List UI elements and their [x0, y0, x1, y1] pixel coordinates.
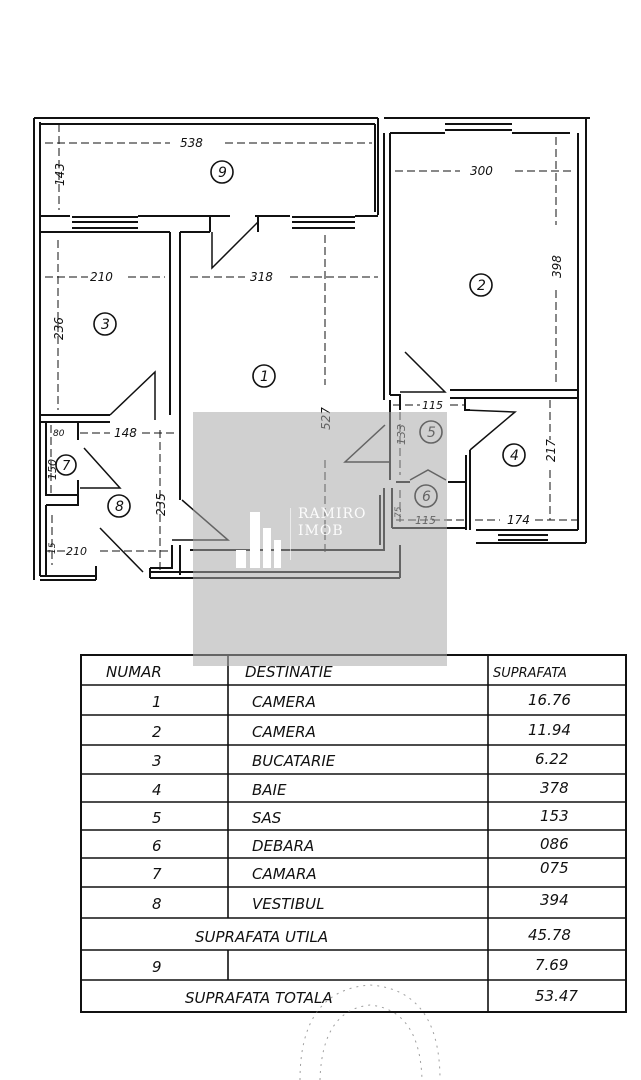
row-destination: CAMERA — [252, 723, 316, 741]
dim-210-b: 210 — [66, 545, 87, 558]
table-row: 7 CAMARA 075 — [152, 859, 569, 883]
row-number: 8 — [152, 895, 162, 913]
table-row-totala: SUPRAFATA TOTALA 53.47 — [185, 987, 578, 1007]
row-number: 6 — [152, 837, 162, 855]
watermark-divider — [290, 508, 291, 560]
dim-236: 236 — [52, 317, 66, 340]
dim-398: 398 — [550, 255, 564, 278]
row-area: 16.76 — [528, 691, 571, 709]
watermark-line1: RAMIRO — [298, 506, 367, 522]
row-area: 153 — [540, 807, 569, 825]
room-id-3: 3 — [101, 317, 110, 333]
row-destination: BUCATARIE — [252, 752, 336, 770]
row-destination: DEBARA — [252, 837, 314, 855]
dimension-lines — [45, 124, 578, 570]
table-row: 1 CAMERA 16.76 — [152, 691, 571, 711]
dim-538: 538 — [180, 136, 203, 150]
dim-143: 143 — [53, 163, 67, 186]
row-area: 7.69 — [535, 956, 568, 974]
row-area: 086 — [540, 835, 569, 853]
dim-300: 300 — [470, 164, 493, 178]
watermark-line2: IMOB — [298, 523, 344, 539]
table-row: 3 BUCATARIE 6.22 — [152, 750, 568, 770]
table-row-utila: SUPRAFATA UTILA 45.78 — [195, 926, 571, 946]
room-marker-7 — [55, 454, 77, 476]
dim-527: 527 — [319, 407, 333, 430]
row-area: 11.94 — [528, 721, 571, 739]
stamp-mark — [299, 984, 441, 1080]
row-destination: CAMERA — [252, 693, 316, 711]
room-id-2: 2 — [477, 278, 486, 294]
row-area: 394 — [540, 891, 569, 909]
room-id-7: 7 — [62, 459, 71, 474]
dim-174: 174 — [507, 513, 530, 527]
room-id-1: 1 — [260, 369, 269, 385]
dim-210: 210 — [90, 270, 113, 284]
watermark-text: RAMIRO IMOB — [298, 506, 367, 540]
dim-115-debara: 115 — [415, 514, 436, 527]
dim-235: 235 — [154, 493, 168, 516]
room-id-9: 9 — [218, 165, 227, 181]
room-marker-4 — [502, 443, 526, 467]
room-marker-3 — [93, 312, 117, 336]
table-row: 6 DEBARA 086 — [152, 835, 569, 855]
ramiro-logo-icon — [236, 512, 281, 568]
row-number: 9 — [152, 958, 162, 976]
room-markers — [55, 160, 526, 518]
row-area: 075 — [540, 859, 569, 877]
row-destination: SAS — [252, 809, 282, 827]
dim-80: 80 — [53, 429, 65, 439]
dim-148: 148 — [114, 426, 137, 440]
dim-75: 75 — [394, 506, 404, 518]
row-destination: BAIE — [252, 781, 287, 799]
header-suprafata: SUPRAFATA — [493, 666, 567, 681]
dim-115-sas: 115 — [422, 399, 443, 412]
header-destinatie: DESTINATIE — [245, 663, 333, 681]
table-row: 8 VESTIBUL 394 — [152, 891, 569, 913]
table-header: NUMAR DESTINATIE SUPRAFATA — [106, 663, 567, 681]
room-marker-1 — [252, 364, 276, 388]
row-number: 7 — [152, 865, 162, 883]
utila-value: 45.78 — [528, 926, 571, 944]
row-number: 4 — [152, 781, 162, 799]
row-number: 3 — [152, 752, 162, 770]
dim-217: 217 — [544, 439, 558, 462]
room-id-6: 6 — [422, 489, 431, 505]
totala-label: SUPRAFATA TOTALA — [185, 989, 333, 1007]
room-id-8: 8 — [115, 499, 124, 515]
row-area: 378 — [540, 779, 569, 797]
table-rows: 1 CAMERA 16.76 2 CAMERA 11.94 3 BUCATARI… — [152, 691, 578, 1007]
row-area: 6.22 — [535, 750, 568, 768]
utila-label: SUPRAFATA UTILA — [195, 928, 328, 946]
room-id-4: 4 — [510, 448, 519, 464]
row-destination: VESTIBUL — [252, 895, 324, 913]
row-number: 5 — [152, 809, 162, 827]
room-marker-9 — [210, 160, 234, 184]
room-marker-8 — [107, 494, 131, 518]
room-marker-2 — [469, 273, 493, 297]
totala-value: 53.47 — [535, 987, 578, 1005]
row-number: 2 — [152, 723, 162, 741]
dim-318: 318 — [250, 270, 273, 284]
room-id-5: 5 — [427, 425, 436, 441]
table-row: 4 BAIE 378 — [152, 779, 569, 799]
table-row: 5 SAS 153 — [152, 807, 569, 827]
dimension-labels: 538 143 210 236 318 527 300 398 115 133 … — [46, 136, 564, 558]
row-number: 1 — [152, 693, 162, 711]
header-numar: NUMAR — [106, 663, 162, 681]
table-row: 2 CAMERA 11.94 — [152, 721, 571, 741]
row-destination: CAMARA — [252, 865, 317, 883]
dim-133: 133 — [395, 424, 408, 445]
table-row: 9 7.69 — [152, 956, 568, 976]
dim-15: 15 — [48, 542, 58, 554]
